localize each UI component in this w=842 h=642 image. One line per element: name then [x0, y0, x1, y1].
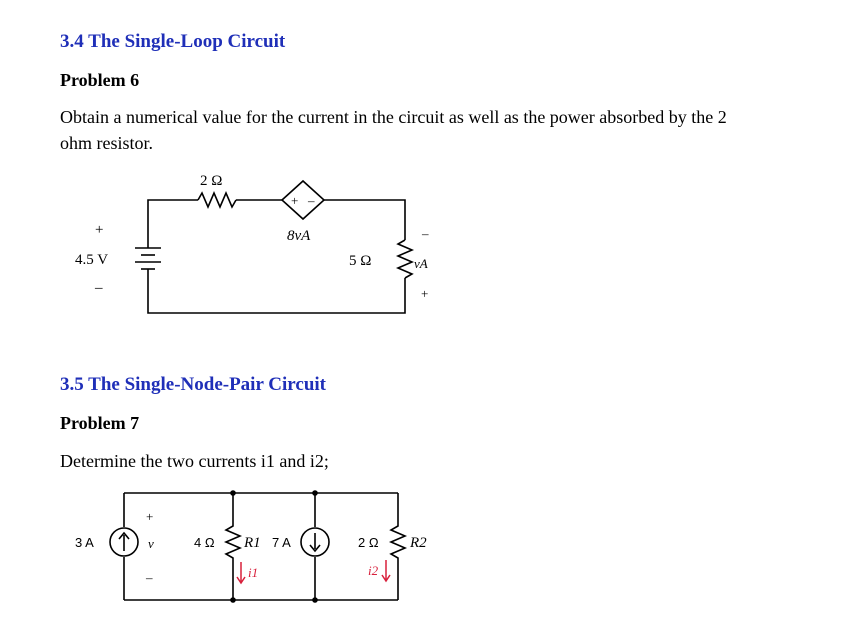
v-minus-sign: – — [145, 570, 153, 585]
down-arrow-icon — [309, 533, 321, 553]
problem-7-title: Problem 7 — [60, 413, 140, 433]
up-arrow-icon — [118, 531, 130, 551]
resistor-r2-branch — [388, 493, 408, 600]
i2-label: i2 — [368, 563, 379, 578]
i2-arrow-icon — [381, 560, 391, 583]
resistor-5-ohm-zigzag — [395, 239, 415, 279]
current-source-3a-circle — [109, 527, 139, 557]
va-label: vA — [414, 256, 428, 271]
va-plus-sign: + — [421, 286, 428, 301]
node-bottom-r1 — [230, 597, 236, 603]
source-3a-label: 3 A — [75, 535, 94, 550]
r2-name-label: R2 — [409, 535, 427, 551]
resistor-5-ohm-label: 5 Ω — [349, 253, 371, 269]
r2-value-label: 2 Ω — [358, 535, 379, 550]
r1-value-label: 4 Ω — [194, 535, 215, 550]
source-plus-sign: + — [95, 222, 103, 238]
resistor-2-ohm-label: 2 Ω — [200, 173, 222, 189]
circuit-1-wire-top-right — [324, 199, 406, 240]
section-heading-single-loop: 3.4 The Single-Loop Circuit — [60, 31, 286, 52]
dependent-source-label: 8vA — [287, 228, 311, 244]
problem-7-text: Determine the two currents i1 and i2; — [60, 451, 329, 471]
section-heading-single-node-pair: 3.5 The Single-Node-Pair Circuit — [60, 374, 326, 395]
current-source-7a-circle — [300, 527, 330, 557]
battery-symbol — [135, 235, 161, 278]
v-plus-sign: + — [146, 509, 153, 524]
problem-6-text-line-1: Obtain a numerical value for the current… — [60, 107, 727, 127]
i1-arrow-icon — [236, 562, 246, 585]
problem-6-text-line-2: ohm resistor. — [60, 133, 153, 153]
source-minus-sign: – — [94, 280, 103, 296]
node-top-7a — [312, 490, 318, 496]
dependent-source-plus: + — [291, 193, 298, 208]
node-bottom-7a — [312, 597, 318, 603]
va-minus-sign: – — [421, 226, 429, 241]
circuit-1-wire-top-left — [147, 199, 198, 235]
circuit-1-wire-bottom — [147, 278, 406, 314]
problem-6-title: Problem 6 — [60, 70, 140, 90]
source-voltage-label: 4.5 V — [75, 252, 108, 268]
node-top-r1 — [230, 490, 236, 496]
resistor-2-ohm-zigzag — [197, 190, 237, 210]
resistor-r1-branch — [223, 493, 243, 600]
i1-label: i1 — [248, 565, 258, 580]
v-label: v — [148, 536, 154, 551]
source-7a-label: 7 A — [272, 535, 291, 550]
r1-name-label: R1 — [243, 535, 261, 551]
dependent-source-minus: – — [307, 193, 315, 208]
